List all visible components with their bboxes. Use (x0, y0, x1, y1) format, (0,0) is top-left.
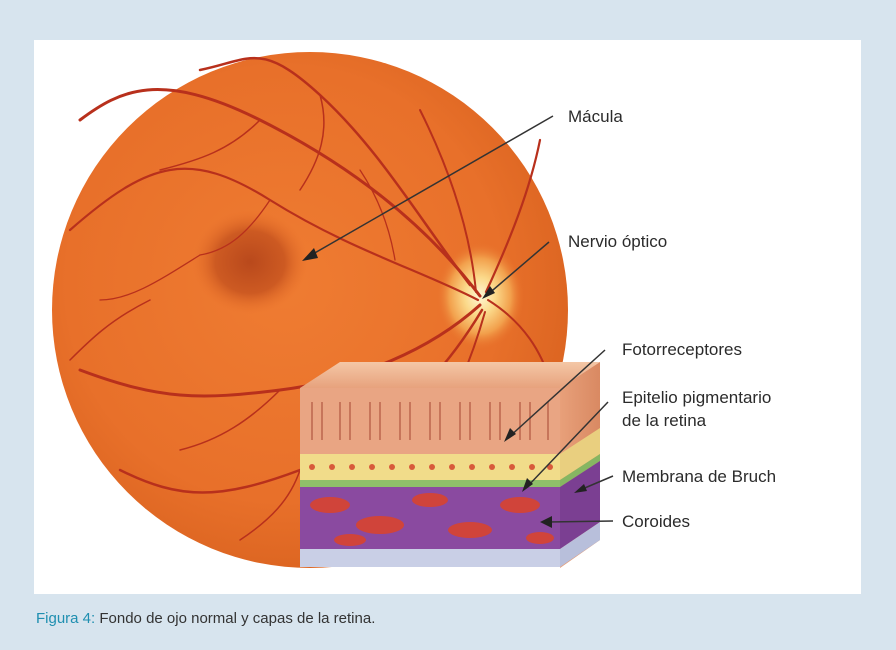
bruch-layer (300, 480, 560, 487)
block-top-face (300, 362, 600, 388)
retina-layers-block (300, 362, 600, 568)
label-rpe-line1: Epitelio pigmentario (622, 387, 771, 408)
caption-lead: Figura 4: (36, 610, 95, 627)
figure-caption: Figura 4: Fondo de ojo normal y capas de… (36, 610, 375, 627)
sclera-layer (300, 549, 560, 567)
label-choroid: Coroides (622, 511, 690, 532)
label-bruch: Membrana de Bruch (622, 466, 776, 487)
label-rpe-line2: de la retina (622, 410, 706, 431)
label-photoreceptors: Fotorreceptores (622, 339, 742, 360)
caption-text: Fondo de ojo normal y capas de la retina… (95, 610, 375, 627)
label-optic-nerve: Nervio óptico (568, 231, 667, 252)
label-macula: Mácula (568, 106, 623, 127)
